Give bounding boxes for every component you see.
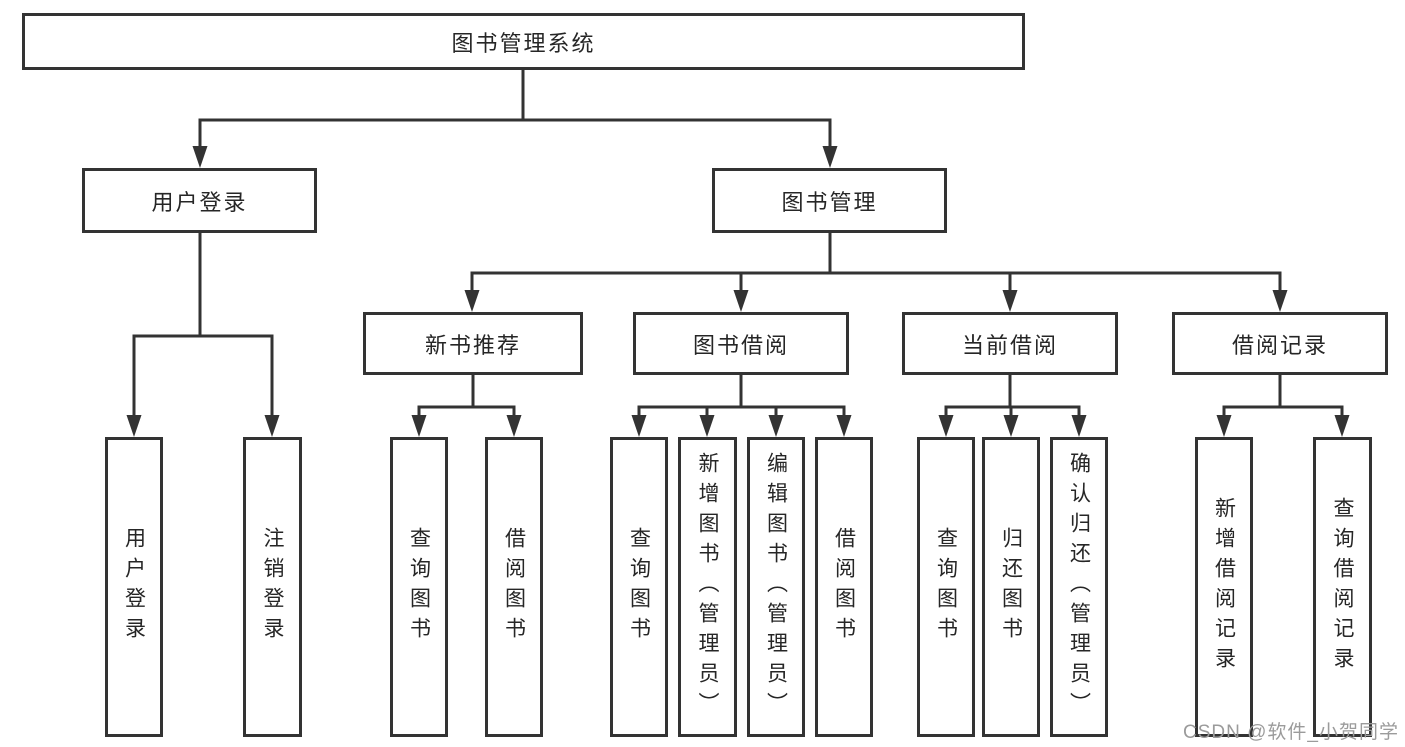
leaf-add-books-admin: 新增图书（管理员） [678,437,737,737]
watermark: CSDN @软件_小贺同学 [1183,722,1399,743]
arrow-down-icon [836,415,852,437]
arrow-down-icon [1002,290,1018,312]
arrow-down-icon [506,415,522,437]
arrow-down-icon [1071,415,1087,437]
arrowheads [126,146,1350,437]
node-user-login: 用户登录 [82,168,317,233]
leaf-edit-books-admin: 编辑图书（管理员） [747,437,805,737]
node-root: 图书管理系统 [22,13,1025,70]
connector-user-login-split [132,233,274,419]
arrow-down-icon [1003,415,1019,437]
connector-book-mgmt-split [470,233,1282,294]
leaf-borrow-books: 借阅图书 [815,437,873,737]
arrow-down-icon [464,290,480,312]
leaf-query-books-borrowing: 查询图书 [610,437,668,737]
leaf-borrow-books-recommend: 借阅图书 [485,437,543,737]
arrow-down-icon [411,415,427,437]
connector-current-borrowing-split [944,375,1081,419]
connector-root-split [198,70,832,150]
node-borrow-records: 借阅记录 [1172,312,1388,375]
node-new-book-recommend: 新书推荐 [363,312,583,375]
arrow-down-icon [631,415,647,437]
leaf-confirm-return-admin: 确认归还（管理员） [1050,437,1108,737]
connector-borrow-records-split [1222,375,1344,419]
leaf-user-login: 用户登录 [105,437,163,737]
leaf-query-books-current: 查询图书 [917,437,975,737]
arrow-down-icon [768,415,784,437]
leaf-query-borrow-record: 查询借阅记录 [1313,437,1372,737]
arrow-down-icon [126,415,142,437]
arrow-down-icon [1216,415,1232,437]
leaf-add-borrow-record: 新增借阅记录 [1195,437,1253,737]
leaf-query-books-recommend: 查询图书 [390,437,448,737]
arrow-down-icon [264,415,280,437]
arrow-down-icon [938,415,954,437]
connector-book-borrowing-split [637,375,846,419]
arrow-down-icon [192,146,208,168]
arrow-down-icon [1334,415,1350,437]
connector-new-book-split [417,375,516,419]
node-current-borrowing: 当前借阅 [902,312,1118,375]
arrow-down-icon [822,146,838,168]
node-book-borrowing: 图书借阅 [633,312,849,375]
arrow-down-icon [699,415,715,437]
leaf-return-books: 归还图书 [982,437,1040,737]
leaf-logout: 注销登录 [243,437,302,737]
node-book-management: 图书管理 [712,168,947,233]
arrow-down-icon [1272,290,1288,312]
arrow-down-icon [733,290,749,312]
